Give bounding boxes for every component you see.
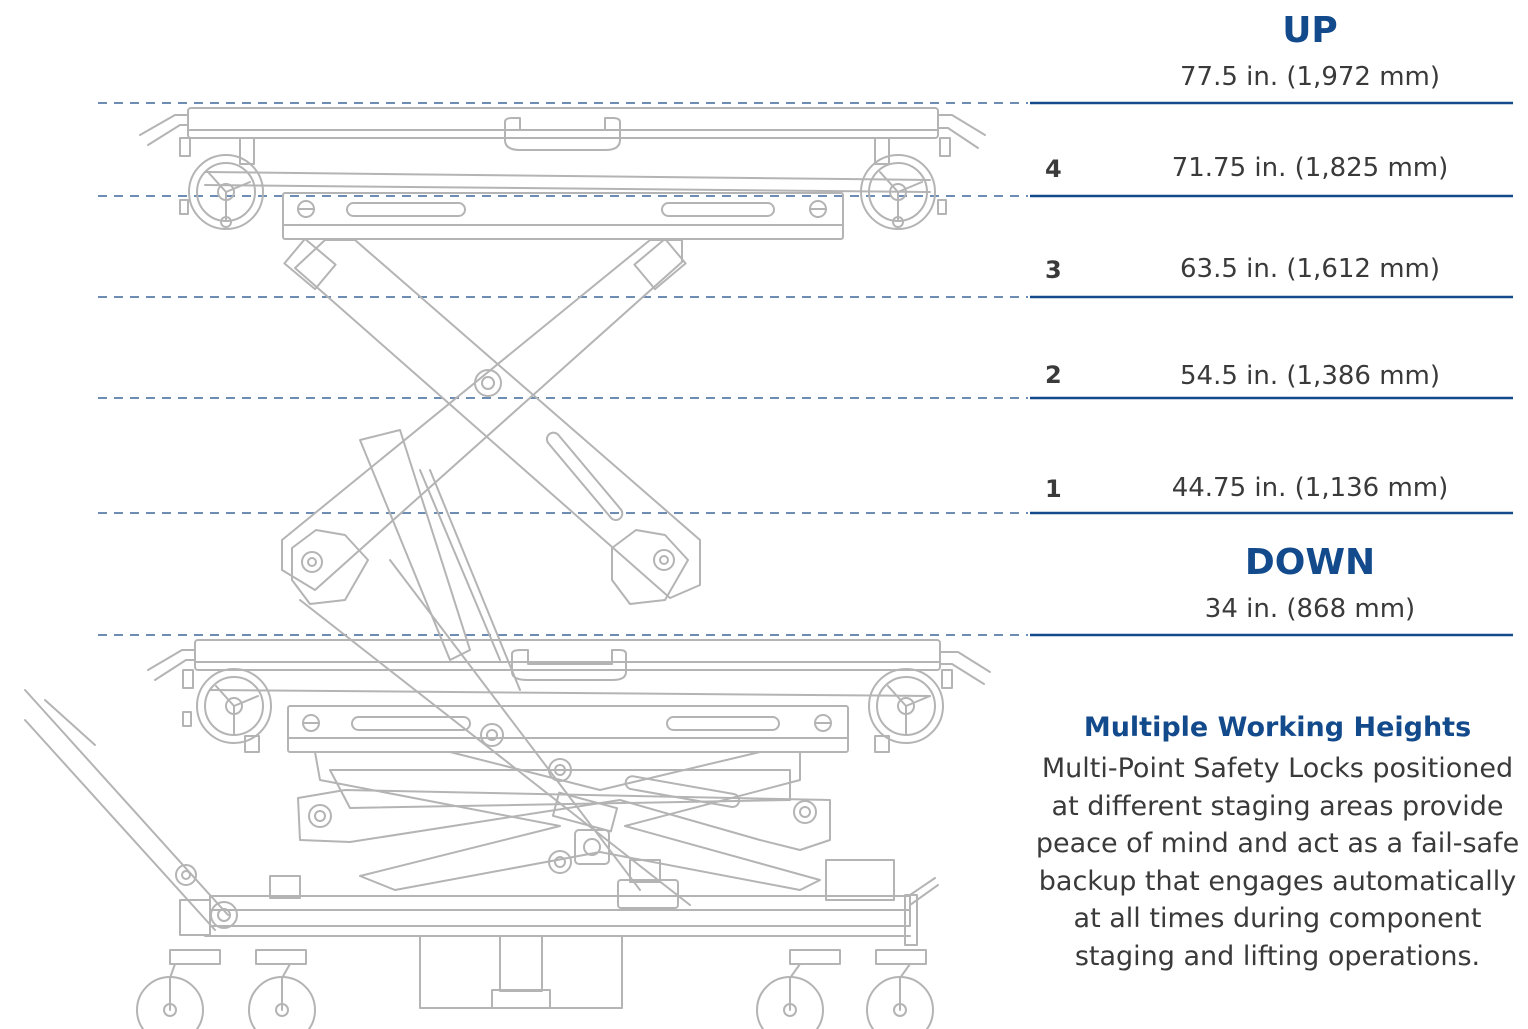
- level-1-value: 44.75 in. (1,136 mm): [1171, 473, 1449, 503]
- level-3-value: 63.5 in. (1,612 mm): [1179, 254, 1441, 284]
- down-value: 34 in. (868 mm): [1204, 594, 1416, 624]
- level-4-value: 71.75 in. (1,825 mm): [1171, 153, 1449, 183]
- level-1-number: 1: [1045, 475, 1062, 503]
- lowered-scissor-arms: [297, 559, 831, 906]
- lowered-carriage-plate: [287, 705, 849, 753]
- level-4-number: 4: [1045, 155, 1062, 183]
- description-title: Multiple Working Heights: [1083, 712, 1472, 743]
- raised-scissor-arms: [281, 237, 701, 691]
- lowered-handle: [511, 649, 627, 681]
- up-value: 77.5 in. (1,972 mm): [1179, 62, 1441, 92]
- base-frame: [24, 689, 939, 1029]
- lift-line-art: [24, 107, 991, 1029]
- level-2-value: 54.5 in. (1,386 mm): [1179, 361, 1441, 391]
- up-heading: UP: [1282, 10, 1338, 51]
- level-2-number: 2: [1045, 361, 1062, 389]
- raised-table: [139, 107, 986, 240]
- height-dashed-lines: [98, 102, 1028, 636]
- lowered-table-top: [194, 639, 941, 671]
- raised-wheel-left: [188, 154, 264, 230]
- height-solid-rules: [1030, 101, 1513, 637]
- raised-wheel-right: [860, 154, 936, 230]
- raised-handle: [504, 117, 621, 151]
- lowered-wheel-right: [868, 668, 944, 744]
- lift-handle: [24, 689, 229, 916]
- lowered-wheel-left: [196, 668, 272, 744]
- down-heading: DOWN: [1244, 542, 1376, 583]
- level-3-number: 3: [1045, 256, 1062, 284]
- description-body: Multi-Point Safety Locks positioned at d…: [1035, 753, 1520, 972]
- raised-carriage-plate: [282, 192, 844, 240]
- raised-table-top: [187, 107, 939, 139]
- lowered-table: [147, 639, 991, 753]
